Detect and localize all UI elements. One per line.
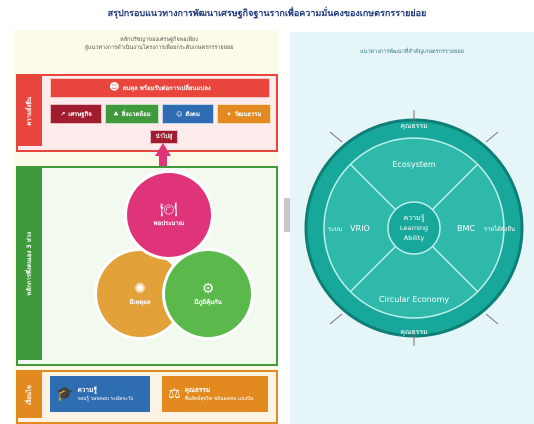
left-subtitle-line2: สู่แนวทางการดำเนินงานโครงการเพื่อยกระดับ… <box>84 45 234 51</box>
circle-moderation-label: พอประมาณ <box>153 220 185 227</box>
left-outer-label: ระบบ <box>328 226 342 233</box>
conditions-side-text: เงื่อนไข <box>26 385 33 405</box>
knowledge-box: 🎓 ความรู้ รอบรู้ รอบคอบ ระมัดระวัง <box>50 376 150 412</box>
balance-banner: ☻ สมดุล พร้อมรับต่อการเปลี่ยนแปลง <box>50 78 270 98</box>
outer-bottom-label: คุณธรรม <box>400 328 428 336</box>
circle-reasonableness-label: มีเหตุผล <box>129 299 151 306</box>
vrio-label: VRIO <box>350 224 370 233</box>
sustainability-side-label: ความยั่งยืน <box>18 76 42 146</box>
circle-immunity-label: มีภูมิคุ้มกัน <box>194 299 222 306</box>
pillar-environment: ♣ สิ่งแวดล้อม <box>105 104 159 124</box>
graduation-cap-icon: 🎓 <box>56 386 74 402</box>
left-subtitle-line1: หลักปรัชญาของเศรษฐกิจพอเพียง <box>120 37 198 43</box>
arrow-br-icon <box>485 313 499 325</box>
person-icon: ☻ <box>109 82 120 93</box>
dining-icon: 🍽 <box>160 202 178 218</box>
circle-immunity: ⚙ มีภูมิคุ้มกัน <box>162 248 254 340</box>
pillar-society-label: สังคม <box>185 111 200 118</box>
bmc-label: BMC <box>457 224 475 233</box>
cycle-arrows <box>329 110 499 346</box>
three-circles-side-label: หลักการพึ่งตนเอง 3 ห่วง <box>18 168 42 360</box>
pillar-culture: ✦ วัฒนธรรม <box>217 104 271 124</box>
chart-icon: ↗ <box>60 110 66 118</box>
divider-se <box>431 245 479 293</box>
divider-sw <box>349 245 397 293</box>
center-line2: Learning <box>400 224 428 232</box>
divider-ne <box>431 163 479 211</box>
brain-icon: ✺ <box>134 281 146 297</box>
center-line3: Ability <box>404 234 425 242</box>
knowledge-title: ความรู้ <box>77 386 97 394</box>
scales-icon: ⚖ <box>168 386 181 402</box>
divider-nw <box>349 163 397 211</box>
leads-to-label: นำไปสู่ <box>150 130 178 144</box>
learning-wheel: คุณธรรม คุณธรรม Ecosystem Circular Econo… <box>304 110 524 346</box>
pillar-economy: ↗ เศรษฐกิจ <box>50 104 102 124</box>
pillar-economy-label: เศรษฐกิจ <box>68 111 92 118</box>
arrow-graphic <box>155 143 171 166</box>
left-panel: หลักปรัชญาของเศรษฐกิจพอเพียง สู่แนวทางกา… <box>14 30 278 424</box>
culture-icon: ✦ <box>226 110 232 118</box>
knowledge-subtitle: รอบรู้ รอบคอบ ระมัดระวัง <box>77 396 134 402</box>
circular-economy-label: Circular Economy <box>379 295 449 304</box>
pillar-culture-label: วัฒนธรรม <box>234 111 262 118</box>
page-title: สรุปกรอบแนวทางการพัฒนาเศรษฐกิจฐานรากเพื่… <box>107 9 427 19</box>
right-outer-label: รายได้ยั่งยืน <box>484 225 515 233</box>
outer-top-label: คุณธรรม <box>400 122 428 130</box>
arrow-tl-icon <box>329 131 343 143</box>
gear-icon: ⚙ <box>201 281 215 297</box>
circle-moderation: 🍽 พอประมาณ <box>124 170 214 260</box>
left-subtitle: หลักปรัชญาของเศรษฐกิจพอเพียง สู่แนวทางกา… <box>74 36 244 52</box>
up-arrow-icon <box>155 143 171 166</box>
ecosystem-label: Ecosystem <box>392 160 435 169</box>
morality-title: คุณธรรม <box>184 386 211 394</box>
people-icon: ☺ <box>176 110 183 118</box>
morality-subtitle: ซื่อสัตย์สุจริต ขยันอดทน แบ่งปัน <box>184 396 254 402</box>
pillar-society: ☺ สังคม <box>162 104 214 124</box>
center-circle <box>387 201 441 255</box>
arrow-bl-icon <box>329 313 343 325</box>
tree-icon: ♣ <box>113 110 119 118</box>
morality-box: ⚖ คุณธรรม ซื่อสัตย์สุจริต ขยันอดทน แบ่งป… <box>162 376 268 412</box>
arrow-tr-icon <box>485 131 499 143</box>
conditions-side-label: เงื่อนไข <box>18 372 42 418</box>
balance-banner-label: สมดุล พร้อมรับต่อการเปลี่ยนแปลง <box>122 85 211 92</box>
right-subtitle: แนวทางการพัฒนาที่สำคัญเกษตรกรรายย่อย <box>360 49 464 55</box>
center-line1: ความรู้ <box>404 214 425 222</box>
pillar-environment-label: สิ่งแวดล้อม <box>121 111 151 118</box>
